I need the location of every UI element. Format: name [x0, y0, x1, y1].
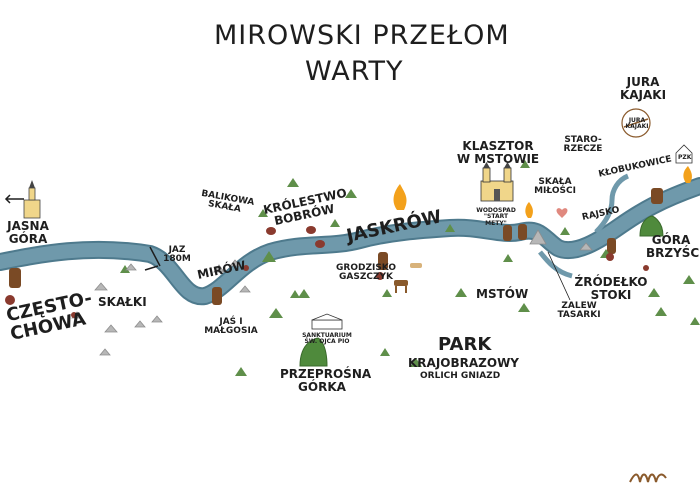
map-title-line1: MIROWSKI PRZEŁOM — [214, 20, 510, 51]
label-jaz: JAZ 180m — [163, 245, 191, 265]
house-icon — [675, 144, 693, 164]
hill-icon — [299, 337, 328, 367]
label-sanktuarium: SANKTUARIUM ŚW. OJCA PIO — [302, 332, 352, 346]
label-jura-kajaki: JURA KAJAKI — [619, 75, 667, 102]
label-zalew-tasarki: ZALEW TASARKI — [557, 301, 601, 321]
label-jasna-gora: JASNA GÓRA — [7, 219, 49, 246]
bridge-icon — [9, 188, 663, 305]
map-title-line2: WARTY — [305, 56, 404, 87]
sign-icon — [5, 253, 649, 318]
label-orlich-gniazd: ORLICH GNIAZD — [420, 371, 501, 381]
label-mstow: MSTÓW — [476, 287, 529, 301]
label-skalki: SKAŁKI — [98, 295, 147, 309]
label-przeprosna-gorka: PRZEPROŚNA GÓRKA — [280, 367, 372, 394]
arrow-left-icon — [4, 194, 24, 204]
label-park: PARK — [438, 334, 492, 355]
heart-icon — [556, 208, 568, 218]
rock-icon — [71, 229, 593, 356]
label-grodzisko-gaszczyk: GRODZISKO GASZCZYK — [336, 263, 397, 283]
label-skala-milosci: SKAŁA MIŁOŚCI — [534, 177, 576, 197]
signature-icon — [629, 473, 667, 483]
tree-icon — [120, 160, 700, 376]
label-krajobrazowy: KRAJOBRAZOWY — [408, 356, 519, 370]
label-staro-rzecze: STARO-RZECZE — [563, 135, 603, 155]
kayak-logo-text: JURA KAJAKI — [625, 117, 649, 131]
church-icon — [23, 180, 41, 219]
sanctuary-icon — [311, 313, 343, 330]
campfire-icon — [393, 166, 692, 218]
beaver-icon — [266, 226, 325, 248]
label-jas-i-malgosia: JAŚ I MAŁGOSIA — [204, 317, 258, 337]
label-zrodelko-stoki: ŹRÓDEŁKO STOKI — [574, 275, 648, 302]
label-wodospad: WODOSPAD "START METY" — [476, 207, 516, 227]
label-klasztor: KLASZTOR W MSTOWIE — [456, 139, 540, 166]
label-gora-brzyscia: GÓRA BRZYŚCIA — [646, 233, 700, 260]
label-pzk: PZK — [678, 154, 692, 161]
horse-icon — [394, 263, 422, 293]
monastery-icon — [480, 162, 514, 202]
kayak-logo-icon — [621, 108, 651, 138]
